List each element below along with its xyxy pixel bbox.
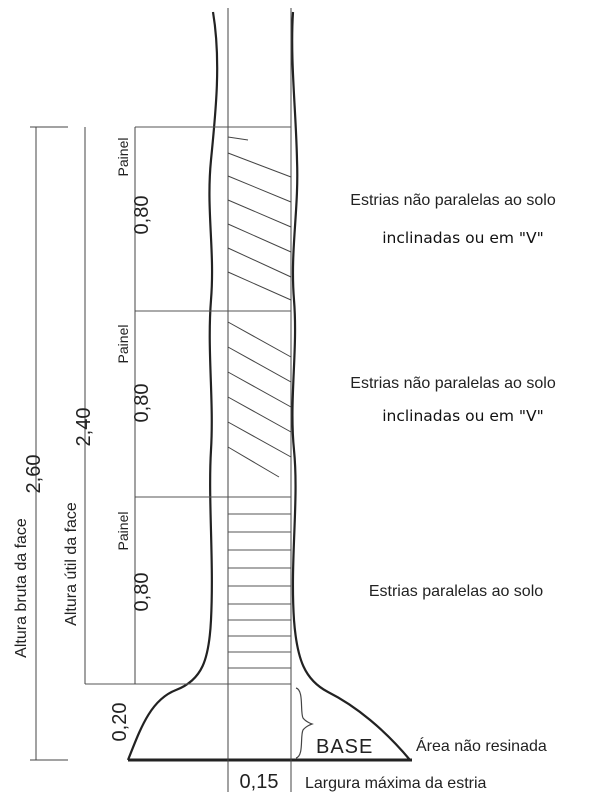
trunk-right-outline (291, 11, 411, 761)
panel-height-bottom: 0,80 (131, 573, 153, 612)
panel-height-top: 0,80 (131, 196, 153, 235)
note-bottom: Estrias paralelas ao solo (369, 583, 543, 600)
base-label: BASE (316, 736, 373, 758)
base-height-value: 0,20 (109, 703, 131, 742)
total-height-value: 2,60 (23, 455, 45, 494)
diagonal-striae-middle (227, 321, 292, 478)
gross-height-label: Altura bruta da face (13, 518, 30, 658)
note-middle-line2: inclinadas ou em "V" (382, 407, 544, 425)
stria-width-value: 0,15 (240, 771, 279, 793)
panel-label-middle: Painel (115, 325, 131, 364)
note-middle-line1: Estrias não paralelas ao solo (350, 375, 556, 392)
non-resin-area-label: Área não resinada (416, 736, 547, 755)
useful-height-label: Altura útil da face (63, 502, 80, 626)
panel-label-top: Painel (115, 138, 131, 177)
panel-height-middle: 0,80 (131, 384, 153, 423)
note-top-line1: Estrias não paralelas ao solo (350, 192, 556, 209)
base-bracket (295, 687, 314, 759)
trunk-left-outline (126, 11, 219, 761)
parallel-striae-bottom (228, 513, 291, 669)
useful-height-value: 2,40 (73, 408, 95, 447)
diagonal-striae-top (227, 136, 292, 301)
panel-label-bottom: Painel (115, 512, 131, 551)
note-top-line2: inclinadas ou em "V" (382, 229, 544, 247)
max-width-label: Largura máxima da estria (305, 775, 487, 792)
